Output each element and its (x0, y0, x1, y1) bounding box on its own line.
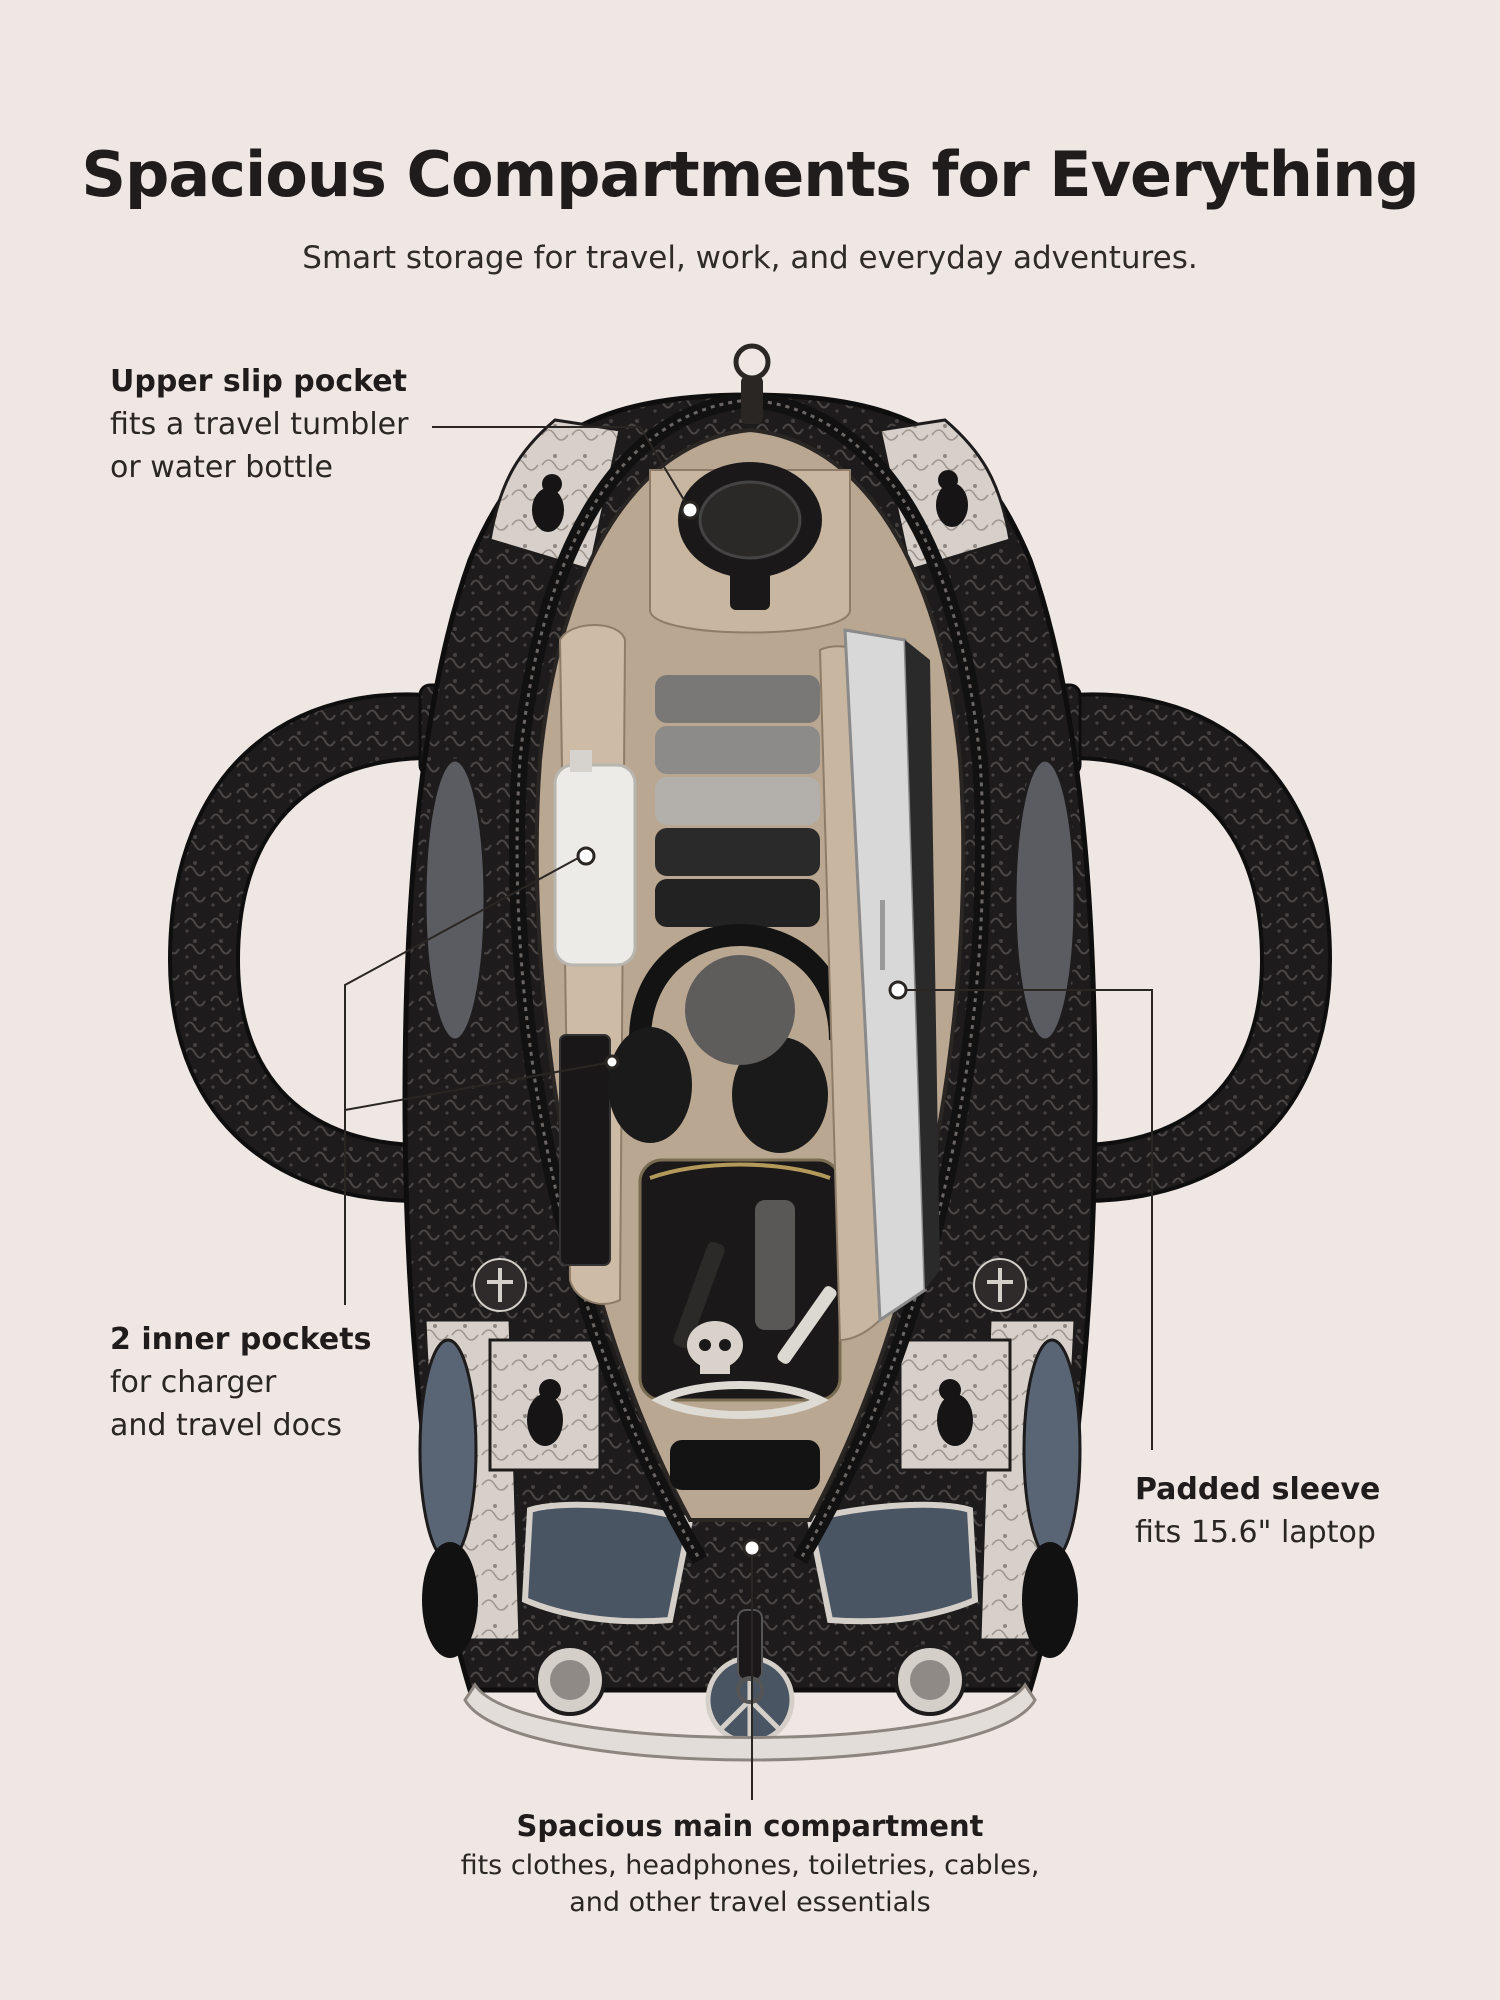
page-subtitle: Smart storage for travel, work, and ever… (302, 240, 1198, 276)
callout-dots (576, 500, 908, 1558)
leader-lines (344, 426, 1153, 1800)
callout-main-compartment: Spacious main compartment fits clothes, … (0, 1808, 1500, 1921)
callout-body: fits clothes, headphones, toiletries, ca… (460, 1850, 1040, 1918)
callout-heading: Upper slip pocket (110, 364, 407, 399)
callout-padded-sleeve: Padded sleeve fits 15.6" laptop (1135, 1468, 1380, 1554)
callout-body: fits 15.6" laptop (1135, 1515, 1376, 1550)
page-title: Spacious Compartments for Everything (81, 138, 1419, 211)
raven-icon (527, 470, 973, 1446)
callout-inner-pockets: 2 inner pockets for charger and travel d… (110, 1318, 371, 1447)
callout-body: fits a travel tumbler or water bottle (110, 407, 409, 485)
callout-upper-slip-pocket: Upper slip pocket fits a travel tumbler … (110, 360, 408, 489)
skull-icon (687, 1321, 743, 1374)
callout-heading: Spacious main compartment (516, 1809, 984, 1843)
headphones-illustration (608, 924, 851, 1153)
zipper-pull-icon (733, 343, 771, 1704)
callout-heading: 2 inner pockets (110, 1322, 372, 1357)
bag-interior (509, 343, 991, 1704)
callout-heading: Padded sleeve (1135, 1472, 1381, 1507)
callout-body: for charger and travel docs (110, 1365, 343, 1443)
